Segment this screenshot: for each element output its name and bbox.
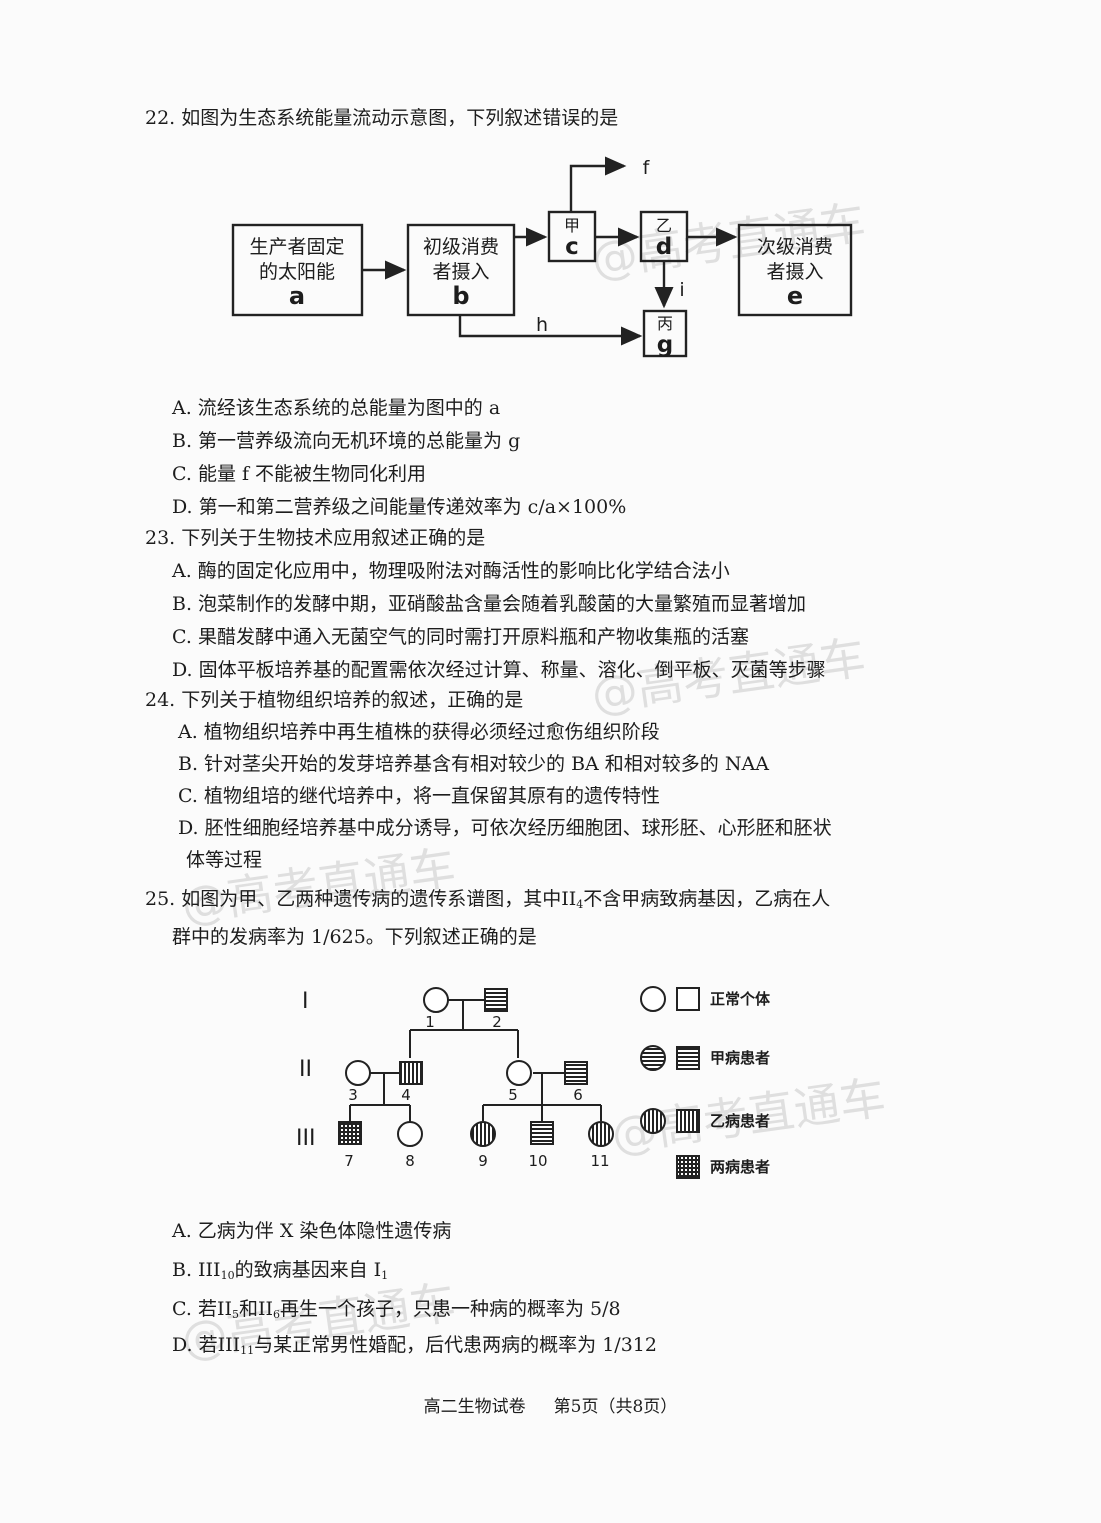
question-24-option-d: D. 胚性细胞经培养基中成分诱导，可依次经历细胞团、球形胚、心形胚和胚状	[178, 817, 832, 839]
number-10: 10	[528, 1152, 547, 1170]
box-g-label: 丙	[657, 314, 673, 333]
number-5: 5	[508, 1086, 518, 1104]
subscript: 4	[576, 898, 584, 911]
legend-both: 两病患者	[710, 1158, 770, 1176]
label-f: f	[643, 157, 651, 179]
question-24-option-a: A. 植物组织培养中再生植株的获得必须经过愈伤组织阶段	[178, 721, 660, 743]
label-h: h	[536, 314, 548, 336]
question-25-stem: 25. 如图为甲、乙两种遗传病的遗传系谱图，其中II4不含甲病致病基因，乙病在人	[145, 885, 830, 919]
generation-label-ii: II	[299, 1057, 312, 1082]
number-7: 7	[344, 1152, 354, 1170]
question-22-option-a: A. 流经该生态系统的总能量为图中的 a	[172, 397, 501, 419]
individual-iii11	[588, 1121, 614, 1147]
option-text: C. 若	[172, 1298, 217, 1320]
individual-iii8	[397, 1121, 423, 1147]
question-23-option-d: D. 固体平板培养基的配置需依次经过计算、称量、溶化、倒平板、灭菌等步骤	[172, 659, 826, 681]
energy-flow-diagram: 生产者固定 的太阳能 a 初级消费 者摄入 b 甲 c 乙 d 次级消费 者摄入…	[231, 156, 853, 358]
individual-ii3	[345, 1060, 371, 1086]
number-11: 11	[590, 1152, 609, 1170]
legend-normal: 正常个体	[710, 990, 771, 1008]
option-text: 与某正常男性婚配，后代患两病的概率为 1/312	[254, 1334, 657, 1356]
box-b-letter: b	[452, 282, 469, 310]
option-text: 和	[238, 1298, 258, 1320]
number-6: 6	[573, 1086, 583, 1104]
roman-numeral: III	[198, 1259, 221, 1281]
box-d-letter: d	[656, 234, 672, 260]
number-1: 1	[425, 1013, 435, 1031]
box-c-letter: c	[565, 234, 579, 260]
legend-disease-a: 甲病患者	[710, 1049, 770, 1067]
question-25-stem-line2: 群中的发病率为 1/625。下列叙述正确的是	[172, 926, 537, 948]
page-number: 第5页（共8页）	[553, 1397, 678, 1417]
subscript: 11	[240, 1344, 255, 1357]
question-23-stem: 23. 下列关于生物技术应用叙述正确的是	[145, 527, 486, 549]
question-25-option-d: D. 若III11与某正常男性婚配，后代患两病的概率为 1/312	[172, 1331, 657, 1365]
box-e	[737, 223, 853, 317]
number-8: 8	[405, 1152, 415, 1170]
roman-numeral: II	[257, 1298, 273, 1320]
option-text: D. 若	[172, 1334, 218, 1356]
individual-ii6	[564, 1061, 588, 1085]
subscript: 6	[273, 1308, 280, 1321]
question-23-option-b: B. 泡菜制作的发酵中期，亚硝酸盐含量会随着乳酸菌的大量繁殖而显著增加	[172, 593, 807, 615]
question-24-stem: 24. 下列关于植物组织培养的叙述，正确的是	[145, 689, 524, 711]
question-22-option-d: D. 第一和第二营养级之间能量传递效率为 c/a×100%	[172, 496, 627, 518]
option-text: B.	[172, 1259, 199, 1281]
individual-iii9	[470, 1121, 496, 1147]
roman-numeral: III	[217, 1334, 241, 1356]
question-24-option-c: C. 植物组培的继代培养中，将一直保留其原有的遗传特性	[178, 785, 660, 807]
individual-ii4	[399, 1061, 423, 1085]
roman-numeral: I	[373, 1259, 382, 1281]
box-b-text: 初级消费	[423, 236, 499, 258]
option-text: 的致病基因来自	[234, 1259, 374, 1281]
number-9: 9	[478, 1152, 488, 1170]
box-d-label: 乙	[656, 216, 672, 235]
question-23-option-c: C. 果醋发酵中通入无菌空气的同时需打开原料瓶和产物收集瓶的活塞	[172, 626, 749, 648]
question-22-option-c: C. 能量 f 不能被生物同化利用	[172, 463, 427, 485]
option-text: 再生一个孩子，只患一种病的概率为 5/8	[280, 1298, 621, 1320]
box-e-text: 次级消费	[757, 236, 833, 258]
number-2: 2	[492, 1013, 502, 1031]
individual-i2	[484, 988, 508, 1012]
question-22-stem: 22. 如图为生态系统能量流动示意图，下列叙述错误的是	[145, 107, 619, 129]
box-c-label: 甲	[564, 216, 580, 235]
question-22-option-b: B. 第一营养级流向无机环境的总能量为 g	[172, 430, 521, 452]
subscript: 5	[231, 1308, 239, 1321]
box-a-letter: a	[289, 282, 305, 310]
box-a-text: 生产者固定	[249, 236, 344, 258]
box-g-letter: g	[657, 332, 673, 358]
legend-disease-b: 乙病患者	[710, 1112, 770, 1130]
generation-label-i: I	[302, 989, 309, 1014]
question-25-option-c: C. 若II5和II6再生一个孩子，只患一种病的概率为 5/8	[172, 1295, 621, 1329]
stem-text: 25. 如图为甲、乙两种遗传病的遗传系谱图，其中	[145, 888, 562, 910]
box-g	[642, 309, 688, 358]
roman-numeral: II	[216, 1298, 232, 1320]
number-3: 3	[348, 1086, 358, 1104]
roman-numeral: II	[561, 888, 577, 910]
box-e-letter: e	[787, 282, 803, 310]
individual-i1	[423, 987, 449, 1013]
question-24-option-d-cont: 体等过程	[186, 849, 263, 871]
question-25-option-b: B. III10的致病基因来自 I1	[172, 1256, 388, 1290]
stem-text: 不含甲病致病基因，乙病在人	[583, 888, 831, 910]
box-a-text: 的太阳能	[259, 261, 335, 283]
exam-title: 高二生物试卷	[423, 1397, 526, 1417]
question-23-option-a: A. 酶的固定化应用中，物理吸附法对酶活性的影响比化学结合法小	[172, 560, 730, 582]
page-footer: 高二生物试卷 第5页（共8页）	[0, 1392, 1101, 1417]
individual-ii5	[506, 1060, 532, 1086]
individual-iii10	[530, 1121, 554, 1145]
subscript: 1	[381, 1269, 389, 1282]
individual-iii7	[338, 1121, 362, 1145]
box-e-text: 者摄入	[766, 261, 823, 283]
subscript: 10	[220, 1269, 235, 1282]
generation-label-iii: III	[296, 1126, 315, 1151]
label-i: i	[679, 279, 684, 301]
pedigree-chart: I II III 1 2 3 4	[296, 986, 771, 1179]
question-24-option-b: B. 针对茎尖开始的发芽培养基含有相对较少的 BA 和相对较多的 NAA	[178, 753, 769, 775]
number-4: 4	[401, 1086, 411, 1104]
box-b-text: 者摄入	[432, 261, 489, 283]
question-25-option-a: A. 乙病为伴 X 染色体隐性遗传病	[172, 1220, 452, 1242]
